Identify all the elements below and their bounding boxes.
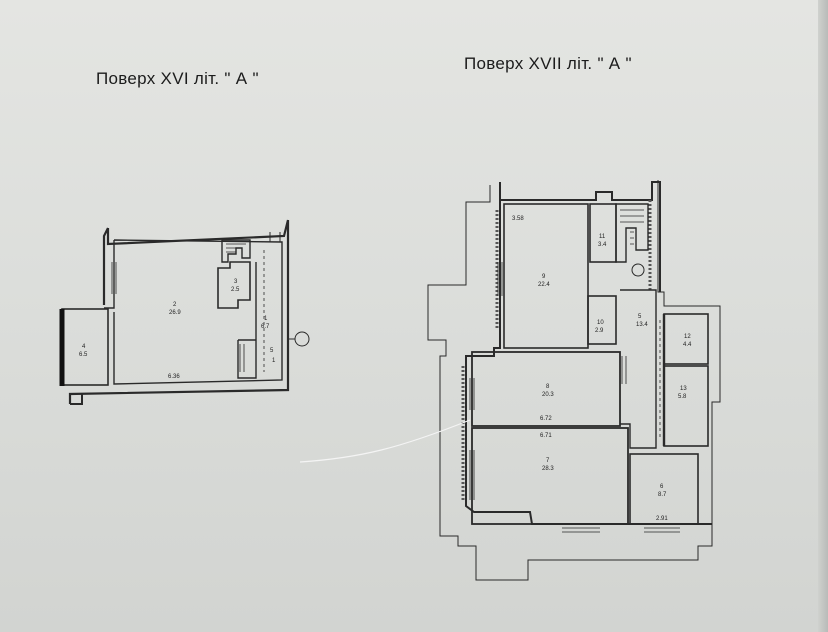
floor-17-dim-3: 6.71: [540, 433, 552, 439]
floor-16-room-3-num: 3: [234, 279, 238, 285]
floor-17-dim-2: 6.72: [540, 416, 552, 422]
floor-16-inner-wall: [104, 239, 283, 385]
floor-17-stair: [615, 203, 649, 263]
floor-17-room-5-num: 5: [638, 314, 642, 320]
floor-17-room-11-num: 11: [599, 234, 606, 240]
floor-16-outer-wall: [68, 219, 290, 404]
floor-17-room-10: [587, 295, 617, 345]
floor-16-labels: 2 26.9 3 2.5 1 6.7 4 6.5 5 1 6.36: [79, 279, 276, 380]
floor-17-main-wall: [465, 181, 712, 525]
floor-17-room-5: [620, 289, 657, 449]
floor-16-room-1-num: 1: [264, 316, 268, 322]
floor-16-stair: [221, 239, 251, 263]
floor-17-room-10-area: 2.9: [595, 328, 604, 334]
floor-16-room-4-area: 6.5: [79, 352, 88, 358]
floor-17-room-8: [471, 351, 621, 427]
floor-17-room-10-num: 10: [597, 320, 604, 326]
floor-17-room-6-num: 6: [660, 484, 664, 490]
floor-17-room-11-area: 3.4: [598, 242, 607, 248]
pencil-mark: [299, 419, 471, 463]
floor-17-room-13-num: 13: [680, 386, 687, 392]
floor-16-room-5-num: 5: [270, 348, 274, 354]
floor-16-riser-marker: [294, 331, 310, 347]
floor-17-title: Поверх XVII літ. " А ": [464, 54, 632, 73]
floor-16-room-1-area: 6.7: [261, 324, 270, 330]
floor-16-plan: [59, 219, 310, 405]
floor-17-dim-4: 2.91: [656, 516, 668, 522]
floor-17-room-5-area: 13.4: [636, 322, 648, 328]
floor-17-room-11: [589, 203, 617, 263]
floor-16-room-2-area: 26.9: [169, 310, 181, 316]
floor-16-room-5-area: 1: [272, 358, 276, 364]
floor-17-room-9-num: 9: [542, 274, 546, 280]
floor-17-riser-marker: [631, 263, 645, 277]
floor-16-room-2-num: 2: [173, 302, 177, 308]
floor-17-plan: [299, 180, 721, 581]
floor-17-room-12-area: 4.4: [683, 342, 692, 348]
floor-17-room-7-num: 7: [546, 458, 550, 464]
floor-16-room-3-area: 2.5: [231, 287, 240, 293]
floor-16-room-3: [217, 261, 251, 309]
floor-16-title: Поверх XVI літ. " А ": [96, 69, 259, 88]
floor-17-room-7: [471, 427, 629, 525]
floor-17-room-8-area: 20.3: [542, 392, 554, 398]
binder-edge: [818, 0, 828, 632]
floor-17-room-9: [503, 203, 589, 349]
floor-17-room-6: [629, 453, 699, 525]
floor-17-dim-1: 3.58: [512, 216, 524, 222]
floor-17-room-8-num: 8: [546, 384, 550, 390]
floor-16-room-4-num: 4: [82, 344, 86, 350]
floor-17-room-7-area: 28.3: [542, 466, 554, 472]
floor-17-room-6-area: 8.7: [658, 492, 667, 498]
floor-16-dimension: 6.36: [168, 374, 180, 380]
floor-17-room-9-area: 22.4: [538, 282, 550, 288]
floor-17-room-12-num: 12: [684, 334, 691, 340]
floor-17-room-13: [663, 365, 709, 447]
floor-17-room-13-area: 5.8: [678, 394, 687, 400]
floor-17-labels: 9 22.4 11 3.4 10 2.9 5 13.4 12 4.4 13 5.…: [512, 216, 692, 522]
